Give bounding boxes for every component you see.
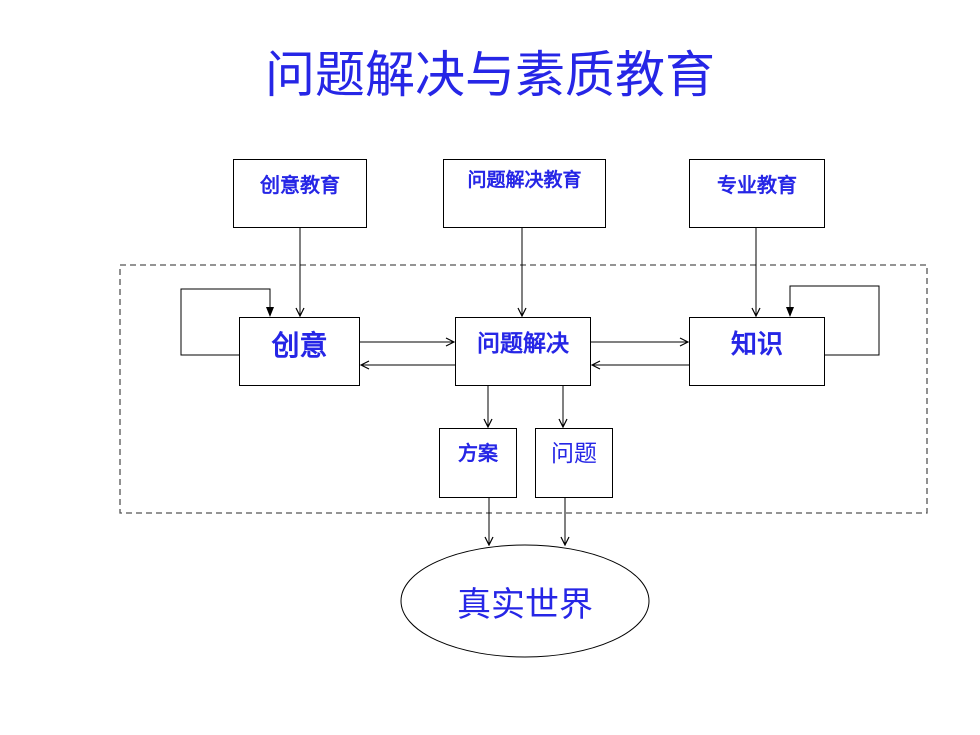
knowledge-box: 知识: [689, 317, 825, 386]
real-world-ellipse: [400, 544, 650, 658]
problem-solving-box: 问题解决: [455, 317, 591, 386]
creativity-box: 创意: [239, 317, 360, 386]
problem-solving-education-box: 问题解决教育: [443, 159, 606, 228]
solution-box: 方案: [439, 428, 517, 498]
loop-knowledge: [786, 285, 880, 356]
page-title: 问题解决与素质教育: [265, 46, 715, 104]
real-world-label: 真实世界: [457, 584, 593, 625]
creative-education-box: 创意教育: [233, 159, 367, 228]
system-boundary: [119, 264, 928, 514]
professional-education-box: 专业教育: [689, 159, 825, 228]
problem-box: 问题: [535, 428, 613, 498]
loop-creativity: [180, 288, 274, 356]
